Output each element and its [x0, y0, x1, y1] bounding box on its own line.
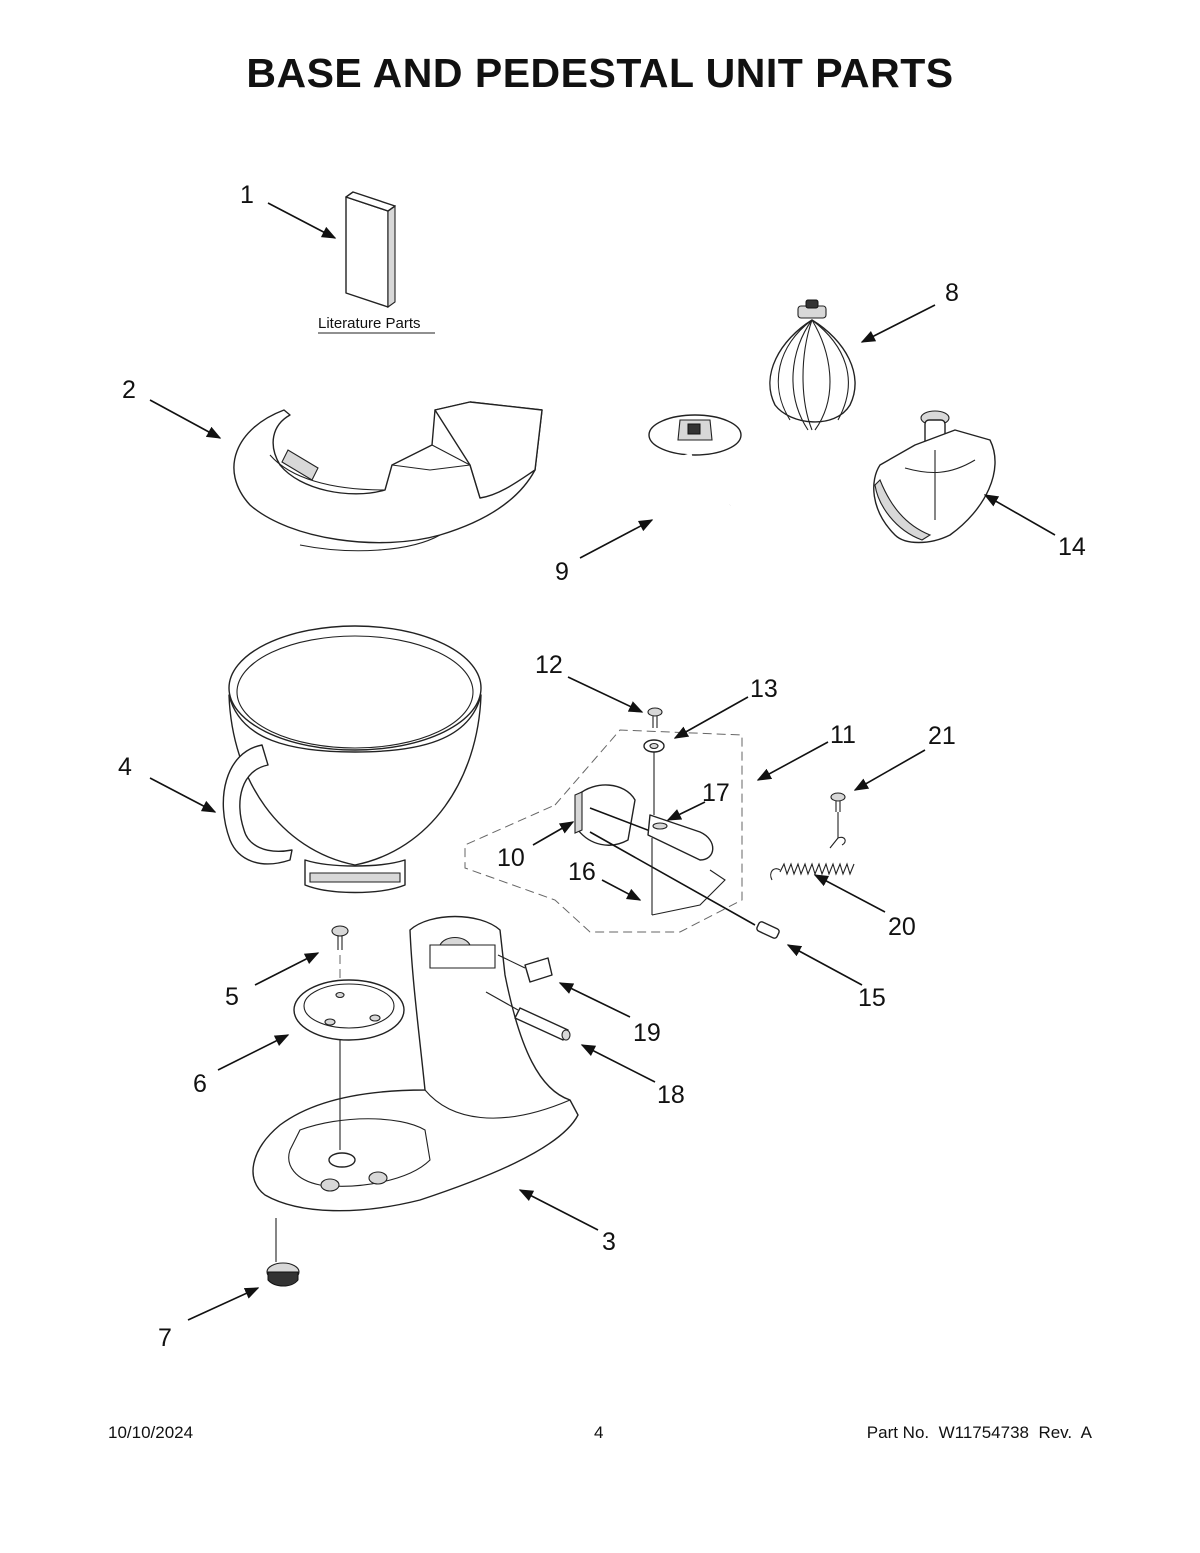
pivot-pin	[514, 1007, 571, 1041]
callout-2: 2	[122, 376, 136, 404]
callout-8: 8	[945, 279, 959, 307]
spring-screw	[830, 792, 846, 812]
lock-rod	[651, 838, 726, 916]
page-title: BASE AND PEDESTAL UNIT PARTS	[246, 50, 954, 96]
locking-lever	[647, 814, 714, 861]
bowl-clamp-plate	[293, 979, 405, 1041]
callout-15: 15	[858, 984, 886, 1012]
callout-16: 16	[568, 858, 596, 886]
dough-hook	[648, 414, 742, 528]
footer-date: 10/10/2024	[108, 1423, 194, 1442]
wire-whip	[769, 299, 856, 431]
callout-17: 17	[702, 779, 730, 807]
footer-page-number: 4	[594, 1423, 604, 1442]
callout-4: 4	[118, 753, 132, 781]
footer-part-number: Part No. W11754738 Rev. A	[866, 1423, 1092, 1442]
leader-lines	[149, 202, 1056, 1321]
literature-booklet	[345, 191, 396, 309]
callout-13: 13	[750, 675, 778, 703]
callout-6: 6	[193, 1070, 207, 1098]
callout-19: 19	[633, 1019, 661, 1047]
tension-spring	[770, 836, 855, 881]
callout-20: 20	[888, 913, 916, 941]
washer-13	[643, 739, 665, 753]
screw-12	[647, 707, 663, 728]
literature-parts-label: Literature Parts	[318, 315, 421, 332]
callout-5: 5	[225, 983, 239, 1011]
hinge-pin-15	[756, 921, 780, 939]
callout-3: 3	[602, 1228, 616, 1256]
callout-10: 10	[497, 844, 525, 872]
side-plate-axis	[497, 954, 526, 969]
callout-7: 7	[158, 1324, 172, 1352]
callout-14: 14	[1058, 533, 1086, 561]
pouring-shield	[233, 401, 543, 552]
bowl-clamp-screw	[331, 925, 349, 950]
callout-11: 11	[830, 721, 856, 749]
callout-12: 12	[535, 651, 563, 679]
mixing-bowl	[222, 625, 482, 894]
pedestal-base	[252, 915, 579, 1212]
callout-9: 9	[555, 558, 569, 586]
callout-1: 1	[240, 181, 254, 209]
pivot-pin-axis	[485, 991, 519, 1011]
hinge-bracket	[574, 784, 636, 846]
rubber-foot	[266, 1262, 300, 1287]
callout-21: 21	[928, 722, 956, 750]
callout-18: 18	[657, 1081, 685, 1109]
flat-beater	[873, 410, 996, 544]
side-plate	[524, 957, 553, 983]
callout-labels: 1 2 3 4 5 6 7 8 9 10 11 12 13 14 15 16 1…	[118, 181, 1086, 1352]
